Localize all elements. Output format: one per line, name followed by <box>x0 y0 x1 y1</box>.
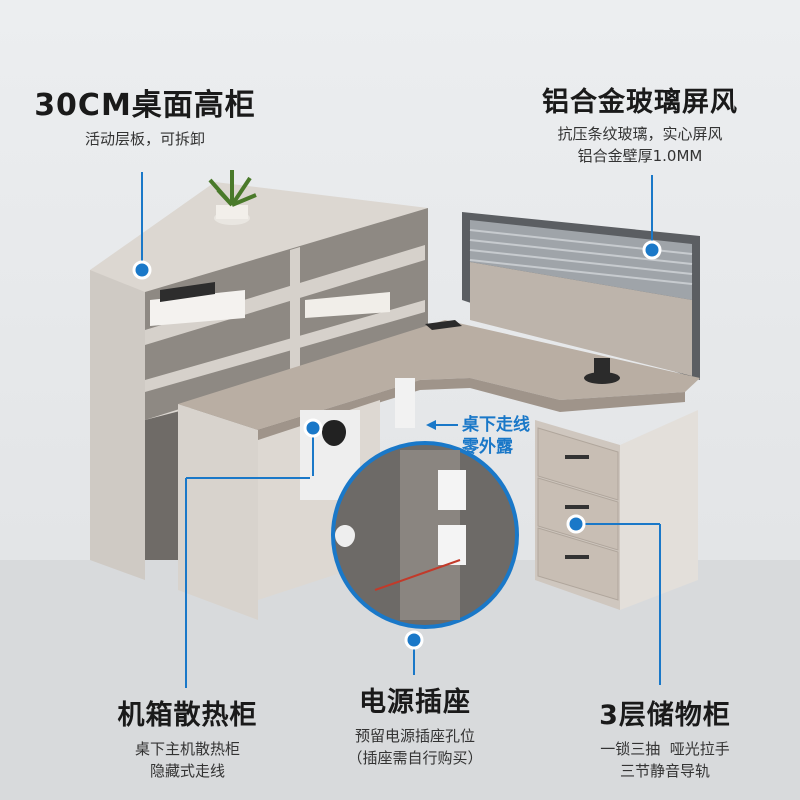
power-socket-desc-1: 预留电源插座孔位 <box>354 727 475 745</box>
glass-screen <box>462 212 700 380</box>
pc-cabinet-desc-1: 桌下主机散热柜 <box>134 740 240 758</box>
drawer-unit-desc-1: 一锁三抽 哑光拉手 <box>600 740 730 758</box>
plant <box>208 170 257 225</box>
left-panel <box>178 404 258 620</box>
glass-screen-desc-1: 抗压条纹玻璃，实心屏风 <box>557 125 723 143</box>
label-drawer-unit: 3层储物柜 一锁三抽 哑光拉手 三节静音导轨 <box>555 693 775 782</box>
power-socket-title: 电源插座 <box>359 687 471 718</box>
cable-callout: 桌下走线 零外露 <box>462 414 530 458</box>
glass-screen-title: 铝合金玻璃屏风 <box>542 87 738 118</box>
pc-cabinet-title: 机箱散热柜 <box>117 700 258 731</box>
drawer-unit-title: 3层储物柜 <box>599 700 731 731</box>
label-pc-cabinet: 机箱散热柜 桌下主机散热柜 隐藏式走线 <box>70 693 305 782</box>
drawer-unit-desc-2: 三节静音导轨 <box>619 762 710 780</box>
label-power-socket: 电源插座 预留电源插座孔位 （插座需自行购买） <box>305 680 525 769</box>
cable-callout-line-2: 零外露 <box>462 437 513 457</box>
label-high-cabinet: 30CM桌面高柜 活动层板，可拆卸 <box>20 80 270 150</box>
detail-magnifier <box>331 441 519 629</box>
pc-cabinet-desc-2: 隐藏式走线 <box>149 762 225 780</box>
leader-lines <box>132 172 662 688</box>
power-socket-desc-2: （插座需自行购买） <box>347 749 483 767</box>
label-glass-screen: 铝合金玻璃屏风 抗压条纹玻璃，实心屏风 铝合金壁厚1.0MM <box>510 80 770 167</box>
glass-screen-desc-2: 铝合金壁厚1.0MM <box>577 147 703 165</box>
cable-callout-line-1: 桌下走线 <box>462 415 530 435</box>
socket-panel <box>395 378 415 428</box>
high-cabinet-title: 30CM桌面高柜 <box>34 88 256 123</box>
high-cabinet-desc: 活动层板，可拆卸 <box>84 130 205 148</box>
drawer-unit <box>535 410 698 610</box>
